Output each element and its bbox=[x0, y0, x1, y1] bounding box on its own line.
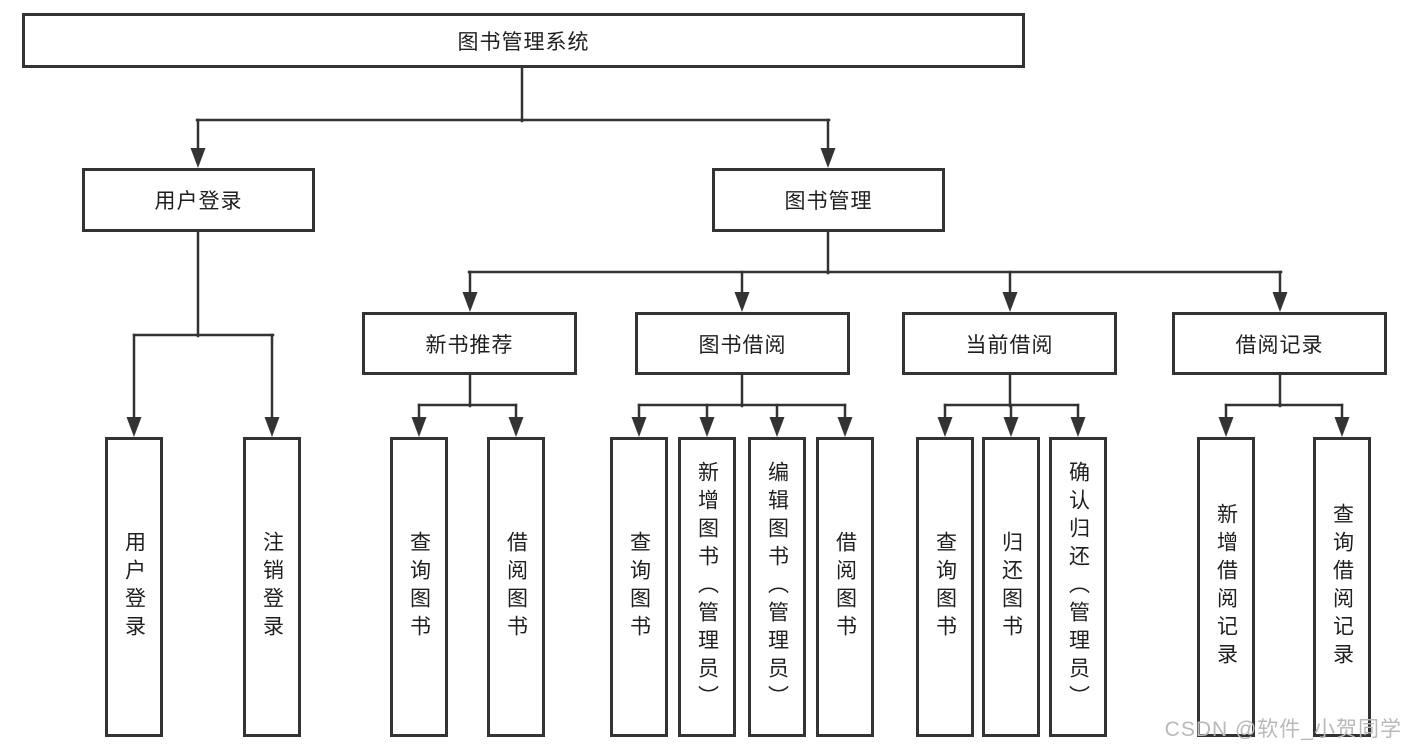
node-root: 图书管理系统 bbox=[22, 13, 1025, 68]
node-book-borrow-label: 图书借阅 bbox=[698, 333, 787, 357]
node-leaf-logout-label: 注销登录 bbox=[260, 531, 284, 643]
node-leaf-borrow-books-1: 借阅图书 bbox=[487, 437, 545, 737]
node-user-login-label: 用户登录 bbox=[154, 190, 243, 213]
node-new-book-recommend-label: 新书推荐 bbox=[425, 333, 514, 357]
node-borrow-records-label: 借阅记录 bbox=[1235, 333, 1324, 357]
node-leaf-add-borrow-record-label: 新增借阅记录 bbox=[1214, 503, 1238, 671]
node-leaf-query-books-2-label: 查询图书 bbox=[627, 531, 651, 643]
node-leaf-return-book-label: 归还图书 bbox=[999, 531, 1023, 643]
node-leaf-logout: 注销登录 bbox=[243, 437, 301, 737]
node-user-login: 用户登录 bbox=[82, 168, 315, 232]
csdn-watermark: CSDN @软件_小贺同学 bbox=[1164, 718, 1402, 741]
node-leaf-query-books-3: 查询图书 bbox=[916, 437, 974, 737]
node-leaf-user-login-label: 用户登录 bbox=[122, 531, 146, 643]
node-current-borrow: 当前借阅 bbox=[902, 312, 1117, 375]
node-leaf-return-book: 归还图书 bbox=[982, 437, 1040, 737]
node-leaf-add-book-admin: 新增图书（管理员） bbox=[678, 437, 736, 737]
node-leaf-add-book-admin-label: 新增图书（管理员） bbox=[695, 461, 719, 713]
node-leaf-query-books-3-label: 查询图书 bbox=[933, 531, 957, 643]
node-leaf-borrow-books-2-label: 借阅图书 bbox=[833, 531, 857, 643]
node-borrow-records: 借阅记录 bbox=[1172, 312, 1387, 375]
node-book-management-label: 图书管理 bbox=[784, 190, 873, 213]
node-leaf-user-login: 用户登录 bbox=[105, 437, 163, 737]
node-new-book-recommend: 新书推荐 bbox=[362, 312, 577, 375]
node-leaf-query-books-2: 查询图书 bbox=[610, 437, 668, 737]
node-leaf-confirm-return-admin: 确认归还（管理员） bbox=[1049, 437, 1107, 737]
node-leaf-edit-book-admin: 编辑图书（管理员） bbox=[748, 437, 806, 737]
node-leaf-add-borrow-record: 新增借阅记录 bbox=[1197, 437, 1255, 737]
node-leaf-query-books-1: 查询图书 bbox=[390, 437, 448, 737]
node-book-management: 图书管理 bbox=[712, 168, 945, 232]
node-book-borrow: 图书借阅 bbox=[635, 312, 850, 375]
node-leaf-confirm-return-admin-label: 确认归还（管理员） bbox=[1066, 461, 1090, 713]
node-leaf-query-books-1-label: 查询图书 bbox=[407, 531, 431, 643]
node-leaf-edit-book-admin-label: 编辑图书（管理员） bbox=[765, 461, 789, 713]
node-leaf-query-borrow-record-label: 查询借阅记录 bbox=[1330, 503, 1354, 671]
node-leaf-borrow-books-1-label: 借阅图书 bbox=[504, 531, 528, 643]
node-leaf-borrow-books-2: 借阅图书 bbox=[816, 437, 874, 737]
node-root-label: 图书管理系统 bbox=[457, 30, 590, 54]
node-leaf-query-borrow-record: 查询借阅记录 bbox=[1313, 437, 1371, 737]
node-current-borrow-label: 当前借阅 bbox=[965, 333, 1054, 357]
